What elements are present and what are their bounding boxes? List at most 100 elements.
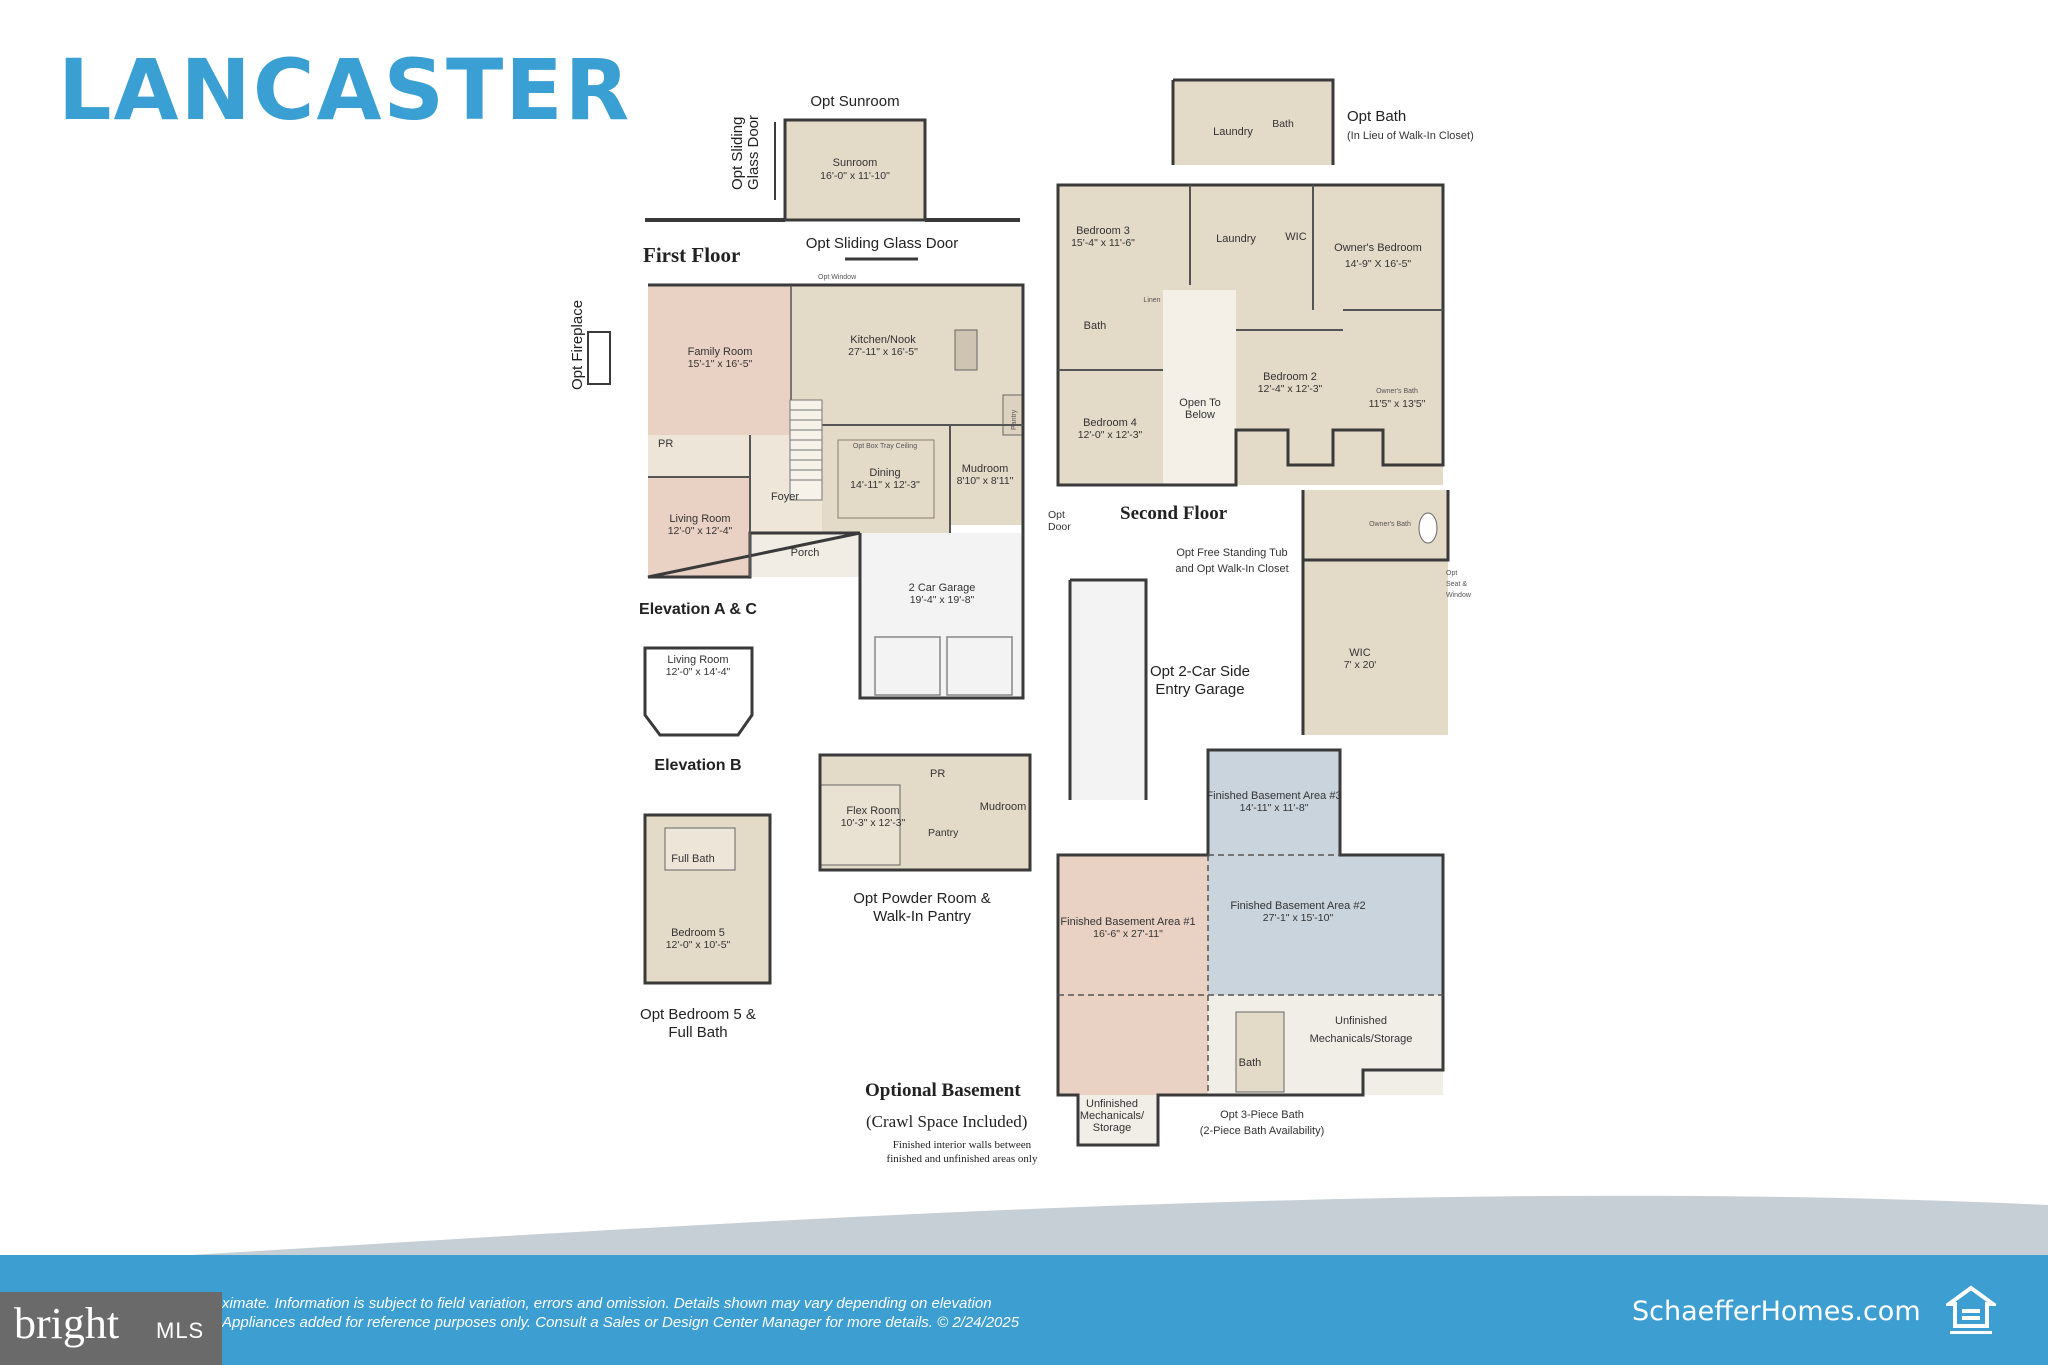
- garage-door-right: [946, 636, 1013, 696]
- opt-door-label-2: Door: [1048, 521, 1071, 533]
- pr2-name: PR: [930, 768, 945, 780]
- bedroom4-name: Bedroom 4: [1083, 417, 1137, 429]
- bath2-name: Bath: [1084, 320, 1107, 332]
- basement-area-3: [1208, 750, 1340, 855]
- disclaimer-line-2: Appliances added for reference purposes …: [222, 1314, 1020, 1331]
- full-bath-room: [664, 827, 736, 871]
- sunroom-dim: 16'-0" x 11'-10": [820, 170, 890, 182]
- basement-note-2: finished and unfinished areas only: [887, 1153, 1038, 1165]
- garage-name: 2 Car Garage: [909, 582, 976, 594]
- opt-sliding-door-vertical-2: Glass Door: [745, 115, 762, 190]
- living-room-dim: 12'-0" x 12'-4": [668, 525, 733, 537]
- bedroom5-name: Bedroom 5: [671, 927, 725, 939]
- bedroom4-dim: 12'-0" x 12'-3": [1078, 429, 1143, 441]
- side-garage-area: [1070, 580, 1146, 800]
- opt-tub-label-2: and Opt Walk-In Closet: [1175, 563, 1288, 575]
- tray-ceiling-label: Opt Box Tray Ceiling: [853, 443, 917, 450]
- unfinished-name-2: Mechanicals/Storage: [1310, 1033, 1413, 1045]
- second-floor-area: [1058, 185, 1443, 485]
- foyer-name: Foyer: [771, 491, 799, 503]
- owners-bedroom-dim: 14'-9" X 16'-5": [1345, 258, 1412, 270]
- mudroom-dim: 8'10" x 8'11": [957, 475, 1014, 487]
- pantry2-name: Pantry: [928, 827, 959, 839]
- laundry-name: Laundry: [1216, 233, 1256, 245]
- living-b-name: Living Room: [667, 654, 728, 666]
- opt-powder-label-2: Walk-In Pantry: [873, 908, 971, 925]
- second-floor-plan: Laundry Bath Opt Bath (In Lieu of Walk-I…: [1056, 78, 1474, 800]
- living-room-name: Living Room: [669, 513, 730, 525]
- opt-powder-label-1: Opt Powder Room &: [853, 890, 991, 907]
- fba2-name: Finished Basement Area #2: [1230, 900, 1365, 912]
- elevation-ac-label: Elevation A & C: [639, 601, 757, 618]
- mls-badge: bright MLS: [0, 1292, 222, 1365]
- garage-door-left: [874, 636, 941, 696]
- kitchen-island: [954, 329, 978, 371]
- opt-tub-label-1: Opt Free Standing Tub: [1176, 547, 1287, 559]
- footer-disclaimer: ximate. Information is subject to field …: [222, 1294, 1182, 1332]
- pr-name: PR: [658, 438, 673, 450]
- opt-door-label-1: Opt: [1048, 509, 1065, 521]
- family-room: [648, 285, 791, 435]
- elevation-b-label: Elevation B: [654, 757, 741, 774]
- flex-room-dim: 10'-3" x 12'-3": [841, 817, 906, 829]
- wic-name: WIC: [1285, 231, 1306, 243]
- owners-bath-dim: 11'5" x 13'5": [1369, 398, 1426, 410]
- opt-tub-inset-walls: [1301, 490, 1450, 735]
- sunroom-name: Sunroom: [833, 157, 878, 169]
- basement-walls: [1056, 748, 1445, 1147]
- basement-area-2: [1208, 855, 1443, 995]
- laundry-opt-name: Laundry: [1213, 126, 1253, 138]
- fba2-dim: 27'-1" x 15'-10": [1263, 912, 1334, 924]
- bedroom2-dim: 12'-4" x 12'-3": [1258, 383, 1323, 395]
- porch-name: Porch: [791, 547, 820, 559]
- mudroom-room: [950, 425, 1023, 525]
- basement-area-1: [1058, 855, 1208, 1095]
- open-below-name-1: Open To: [1179, 397, 1220, 409]
- garage-dim: 19'-4" x 19'-8": [910, 594, 975, 606]
- mudroom-name: Mudroom: [962, 463, 1008, 475]
- second-floor-title: Second Floor: [1120, 503, 1228, 524]
- unf-small-name-1: Unfinished: [1086, 1098, 1138, 1110]
- plan-title: LANCASTER: [58, 41, 632, 139]
- basement-note-1: Finished interior walls between: [893, 1139, 1032, 1151]
- side-garage-walls: [1068, 578, 1148, 800]
- basement-plan: Finished Basement Area #3 14'-11" x 11'-…: [865, 748, 1445, 1165]
- opt-seat-label-1: Opt: [1446, 570, 1457, 577]
- flex-room-name: Flex Room: [846, 805, 899, 817]
- unf-small-name-2: Mechanicals/: [1080, 1110, 1145, 1122]
- porch-area: [750, 535, 860, 577]
- first-floor-title: First Floor: [643, 243, 740, 267]
- open-to-below: [1163, 290, 1236, 485]
- opt-bedroom5-label-2: Full Bath: [668, 1024, 727, 1041]
- wic-opt-dim: 7' x 20': [1344, 659, 1377, 671]
- bedroom5-walls: [643, 813, 772, 985]
- unf-small-name-3: Storage: [1093, 1122, 1132, 1134]
- opt-bath-inset-walls: [1171, 78, 1335, 165]
- living-b-dim: 12'-0" x 14'-4": [666, 666, 731, 678]
- equal-housing-icon: [1946, 1285, 1996, 1334]
- dining-dim: 14'-11" x 12'-3": [850, 479, 920, 491]
- wic-opt-name: WIC: [1349, 647, 1370, 659]
- bedroom3-dim: 15'-4" x 11'-6": [1071, 237, 1135, 249]
- opt-3piece-label-2: (2-Piece Bath Availability): [1200, 1125, 1325, 1137]
- website-link[interactable]: SchaefferHomes.com: [1632, 1296, 1921, 1327]
- first-floor-stairs: [789, 399, 823, 501]
- linen-name: Linen: [1143, 297, 1160, 304]
- kitchen-dim: 27'-11" x 16'-5": [848, 346, 918, 358]
- small-unfinished-storage: [1078, 1095, 1158, 1145]
- dining-name: Dining: [869, 467, 900, 479]
- opt-bath-inset: [1173, 80, 1333, 165]
- flex-room: [819, 784, 901, 866]
- owners-bath-opt-name: Owner's Bath: [1369, 521, 1411, 528]
- first-floor-plan: Opt Sunroom Sunroom 16'-0" x 11'-10" Opt…: [569, 93, 1071, 1041]
- kitchen-name: Kitchen/Nook: [850, 334, 916, 346]
- basement-title: Optional Basement: [865, 1080, 1021, 1101]
- opt-seat-label-2: Seat &: [1446, 581, 1467, 588]
- footer-bar: [0, 1255, 2048, 1365]
- basement-bath: [1235, 1011, 1285, 1093]
- full-bath-name: Full Bath: [671, 853, 714, 865]
- mudroom2-name: Mudroom: [980, 801, 1026, 813]
- sunroom-room: [783, 118, 927, 222]
- fba1-dim: 16'-6" x 27'-11": [1093, 928, 1163, 940]
